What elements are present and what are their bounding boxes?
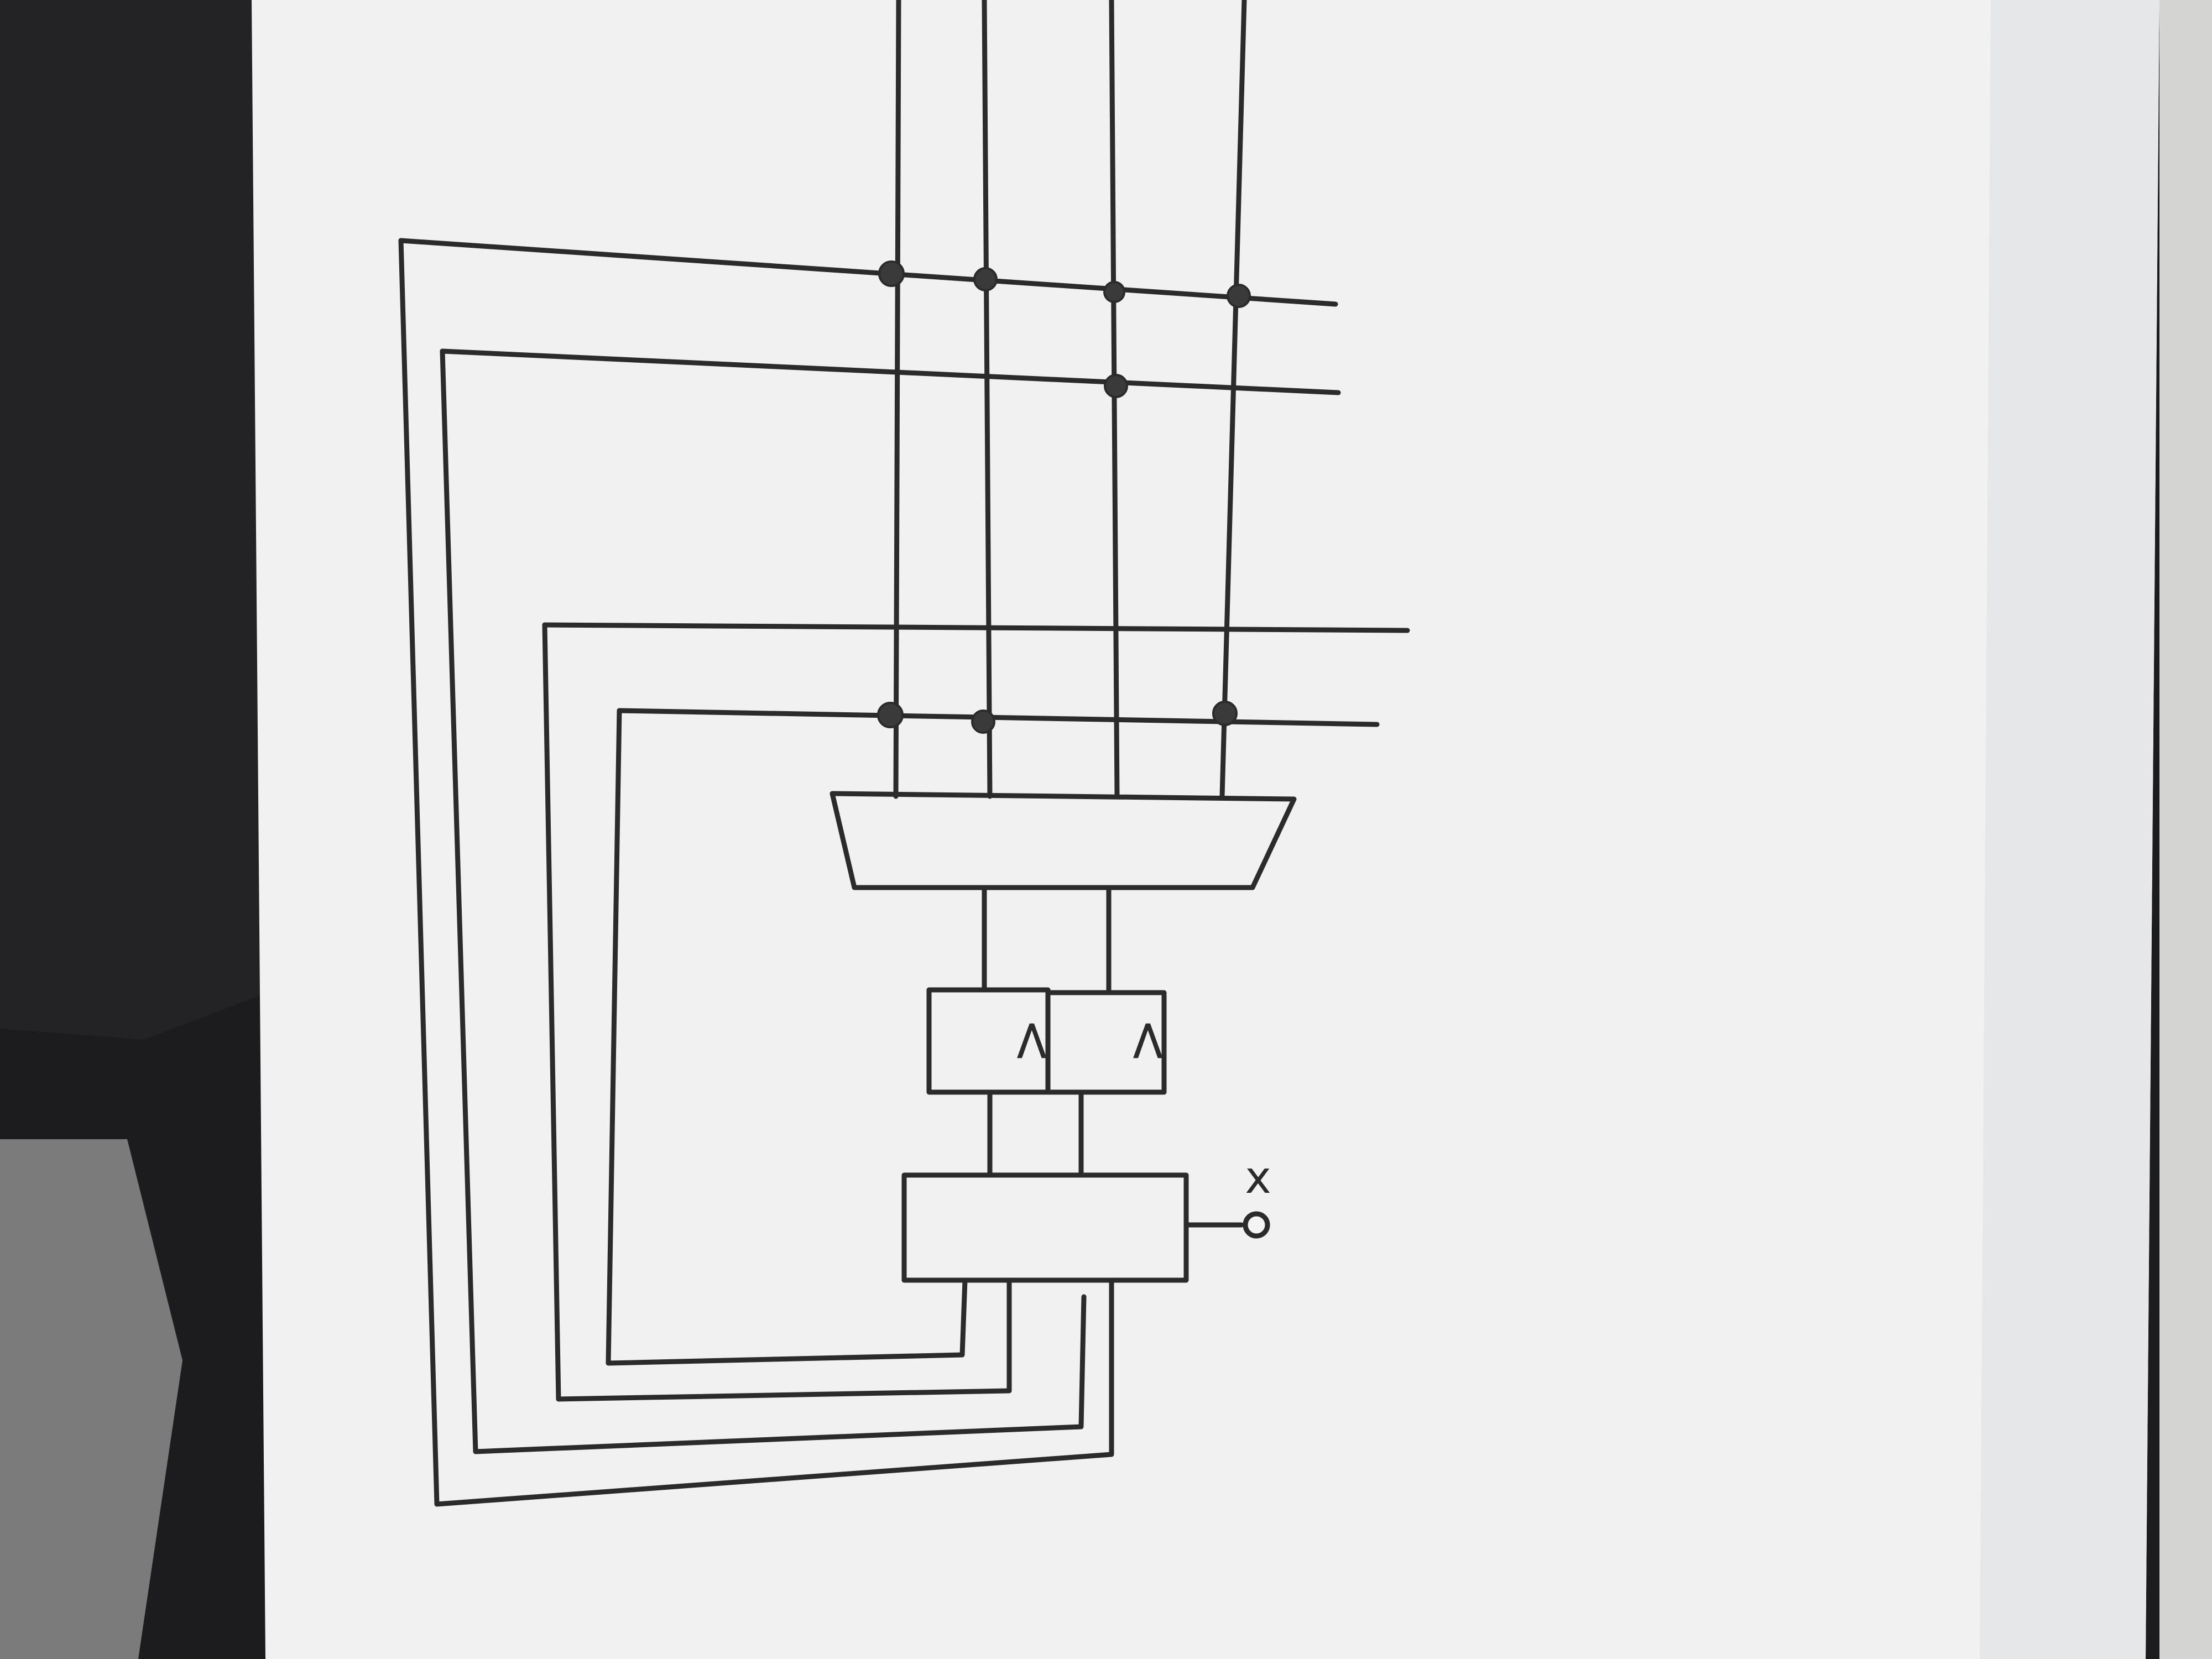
comparator-block-2 [1045, 990, 1167, 1095]
junction-dot [1104, 374, 1128, 398]
feedback-wire-2 [542, 622, 1012, 1402]
bus-line-3 [1109, 0, 1120, 799]
horizontal-bus-lines [398, 238, 1410, 727]
hbus-mid-2 [617, 708, 1380, 727]
junction-dot [1103, 281, 1125, 303]
comparator-symbol-1: < [1001, 1018, 1066, 1064]
junction-dot [1212, 701, 1238, 726]
desk-dark-patch [0, 0, 260, 1040]
output-terminal [1243, 1211, 1270, 1239]
feedback-wire-3 [440, 348, 1087, 1454]
junction-dot [1227, 284, 1251, 308]
output-block [901, 1172, 1189, 1283]
junction-dot [877, 702, 904, 728]
junction-dot [878, 260, 905, 287]
bus-line-1 [893, 0, 901, 799]
comparator-symbol-2: < [1118, 1018, 1182, 1064]
desk-light-scrap [0, 1139, 182, 1659]
junction-dot [973, 267, 998, 291]
feedback-wires [398, 238, 1114, 1507]
bus-line-2 [982, 0, 993, 799]
bus-line-4 [1219, 0, 1247, 799]
paper-sheet [252, 0, 2159, 1659]
hbus-top-2 [440, 348, 1341, 395]
multiplexer-block [830, 791, 1297, 890]
vertical-bus-lines [893, 0, 1247, 799]
junction-dots [877, 260, 1251, 734]
feedback-wire-outer [398, 238, 1114, 1507]
desk-right-strip [2159, 0, 2212, 1659]
junction-dot [971, 709, 995, 734]
paper-shadow-right [1980, 0, 2159, 1659]
feedback-wire-inner [606, 708, 968, 1366]
comparator-pair: < < [926, 987, 1182, 1095]
output-label: x [1245, 1152, 1271, 1203]
hbus-mid-1 [542, 622, 1410, 633]
hbus-top-1 [398, 238, 1338, 307]
